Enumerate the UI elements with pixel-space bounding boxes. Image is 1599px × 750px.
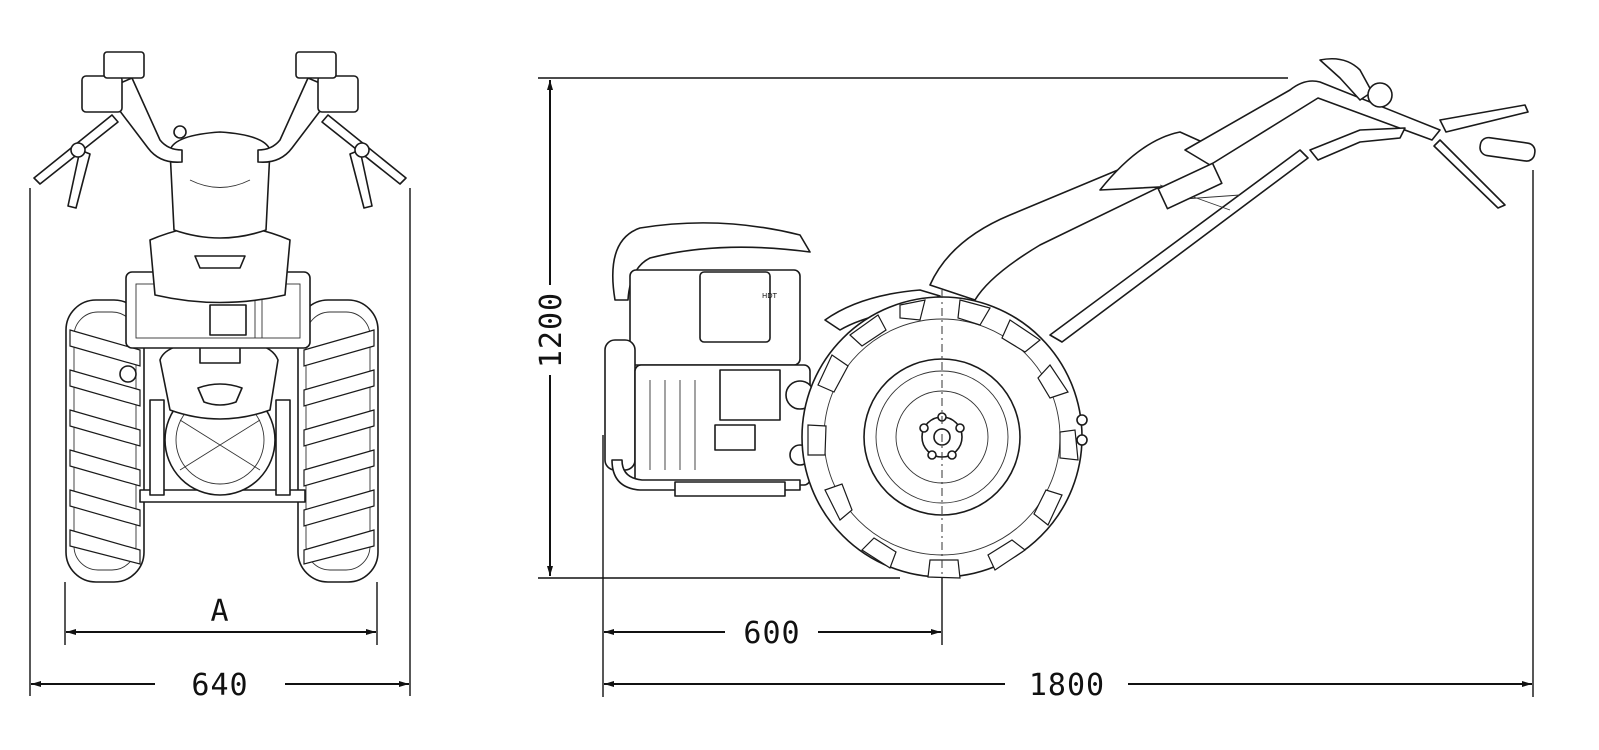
side-dimensions: 1200 600 1800: [534, 77, 1534, 703]
side-wheel: [801, 289, 1088, 580]
front-body: [119, 125, 311, 503]
side-handlebar: [929, 57, 1536, 343]
side-engine: HDT: [604, 222, 815, 497]
dimension-label-1200: 1200: [534, 292, 569, 368]
front-view: [33, 51, 407, 583]
dimension-label-1800: 1800: [1029, 668, 1105, 703]
dimension-label-600: 600: [743, 616, 800, 651]
side-view: HDT: [604, 57, 1536, 580]
engine-badge: HDT: [762, 292, 778, 300]
front-dimensions: A 640: [29, 188, 411, 703]
front-right-wheel: [297, 299, 379, 583]
dimension-label-640: 640: [191, 668, 248, 703]
front-handlebars: [33, 51, 407, 209]
dimension-label-a: A: [210, 594, 229, 629]
wheel-treads: [807, 299, 1079, 579]
